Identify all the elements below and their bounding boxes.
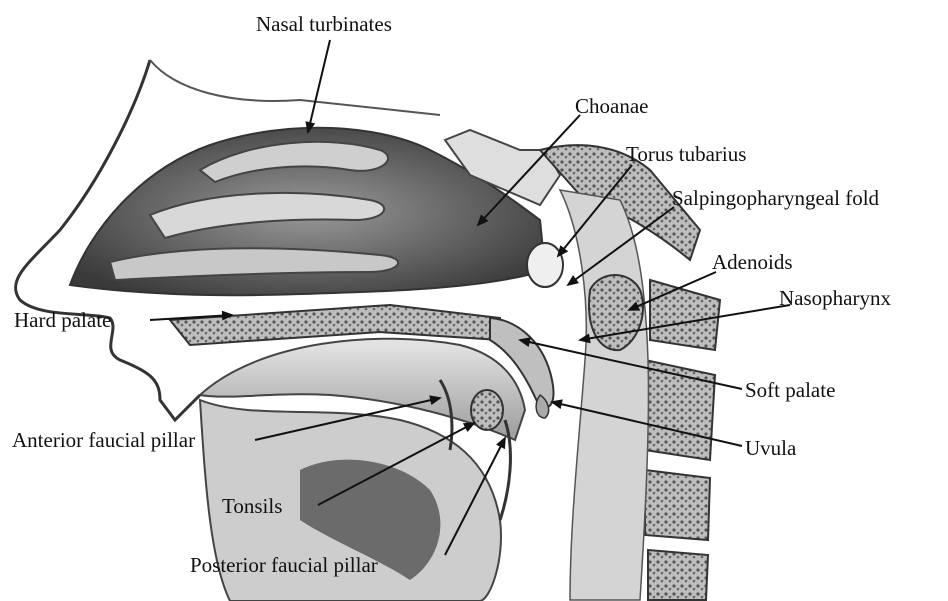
label-nasal-turbinates: Nasal turbinates (256, 12, 392, 36)
torus-tubarius-shape (527, 243, 563, 287)
leader-nasal-turbinates (308, 40, 330, 132)
label-adenoids: Adenoids (712, 250, 793, 274)
hard-palate-shape (170, 305, 500, 345)
label-soft-palate: Soft palate (745, 378, 835, 402)
pharynx-wall (560, 190, 648, 600)
tonsil-shape (471, 390, 503, 430)
label-salpingopharyngeal-fold: Salpingopharyngeal fold (672, 186, 879, 210)
label-nasopharynx: Nasopharynx (779, 286, 891, 310)
vertebra-4 (648, 550, 708, 600)
label-torus-tubarius: Torus tubarius (626, 142, 746, 166)
nasal-bridge (150, 60, 440, 115)
label-posterior-faucial-pillar: Posterior faucial pillar (190, 553, 378, 577)
vertebra-3 (645, 470, 710, 540)
label-anterior-faucial-pillar: Anterior faucial pillar (12, 428, 195, 452)
label-hard-palate: Hard palate (14, 308, 111, 332)
vertebra-1 (650, 280, 720, 350)
label-tonsils: Tonsils (222, 494, 282, 518)
label-uvula: Uvula (745, 436, 796, 460)
label-choanae: Choanae (575, 94, 648, 118)
